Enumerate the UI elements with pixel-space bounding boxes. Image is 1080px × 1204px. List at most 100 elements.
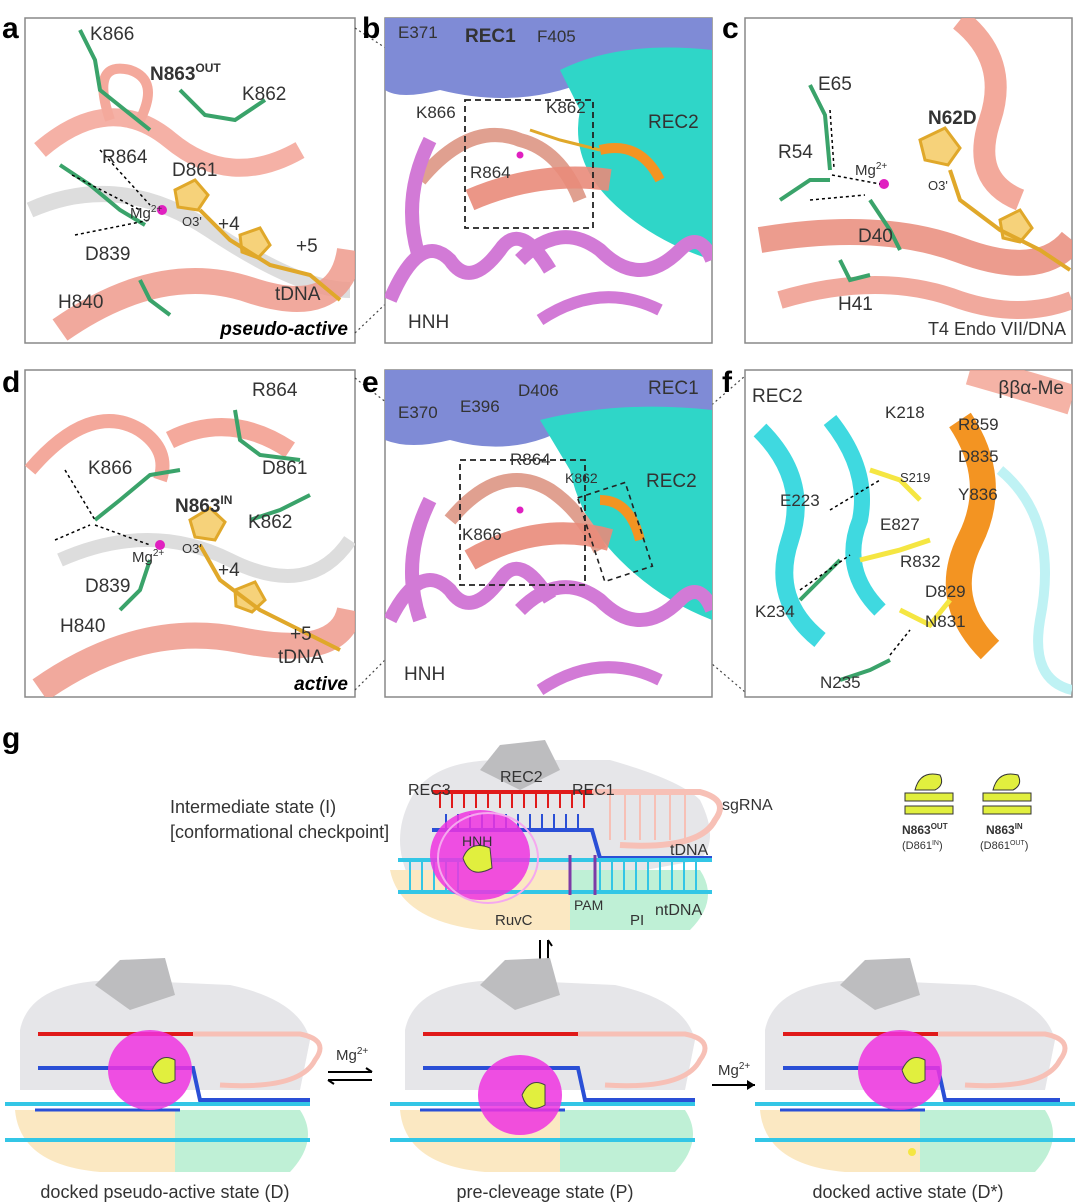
label-tdna: tDNA	[275, 284, 321, 305]
mg-equilibrium-arrow: Mg2+	[327, 1046, 373, 1085]
panel-e: e E370 E396 D406 REC1 R864 K862 REC2 K86…	[362, 366, 713, 698]
label-k862: K862	[242, 84, 286, 105]
intermediate-state-diagram	[390, 740, 723, 930]
label-sgrna: sgRNA	[722, 797, 773, 814]
label-mg: Mg2+	[132, 548, 164, 566]
label-k234: K234	[755, 602, 795, 621]
label-bba-me: ββα-Me	[998, 378, 1064, 399]
label-active: active	[294, 674, 348, 695]
label-d861: D861	[172, 160, 217, 181]
label-r864: R864	[102, 147, 148, 168]
label-e65: E65	[818, 74, 852, 95]
label-d40: D40	[858, 226, 893, 247]
label-mg: Mg2+	[855, 161, 887, 179]
legend-in-sub: (D861OUT)	[980, 840, 1028, 852]
label-d829: D829	[925, 582, 966, 601]
label-o3: O3'	[182, 541, 202, 556]
label-rec1: REC1	[572, 782, 615, 799]
label-k862: K862	[248, 512, 292, 533]
label-n863: N863OUT	[150, 61, 221, 85]
label-d835: D835	[958, 447, 999, 466]
panel-letter-a: a	[2, 12, 19, 45]
label-e223: E223	[780, 491, 820, 510]
label-mg: Mg2+	[130, 204, 162, 222]
panel-b: b E371 REC1 F405 K866 K862 REC2 R864 HNH	[362, 12, 713, 344]
label-k866: K866	[88, 458, 132, 479]
state-p-diagram	[390, 958, 708, 1172]
mg-label-2: Mg2+	[718, 1061, 750, 1079]
label-h840: H840	[58, 292, 103, 313]
label-hnh: HNH	[462, 833, 492, 849]
label-k866: K866	[416, 103, 456, 122]
label-e827: E827	[880, 515, 920, 534]
panel-f: f REC2 ββα-Me K218 R859 S219 D835 E223 Y…	[722, 366, 1073, 698]
label-r864: R864	[252, 380, 298, 401]
state-d-label: docked pseudo-active state (D)	[40, 1182, 289, 1202]
state-dstar-diagram	[755, 958, 1075, 1172]
label-tdna: tDNA	[278, 647, 324, 668]
label-plus5: +5	[290, 624, 312, 645]
label-h840: H840	[60, 616, 105, 637]
label-k218: K218	[885, 403, 925, 422]
label-r864: R864	[510, 450, 551, 469]
label-tdna: tDNA	[670, 842, 709, 859]
panel-letter-c: c	[722, 12, 739, 45]
label-n863: N863IN	[175, 493, 232, 517]
intermediate-subtitle: [conformational checkpoint]	[170, 822, 389, 842]
panel-letter-b: b	[362, 12, 380, 45]
label-rec1: REC1	[648, 378, 699, 399]
label-e371: E371	[398, 23, 438, 42]
label-pseudo-active: pseudo-active	[219, 319, 348, 340]
label-plus4: +4	[218, 214, 240, 235]
caption-t4: T4 Endo VII/DNA	[928, 319, 1066, 339]
label-ntdna: ntDNA	[655, 902, 702, 919]
label-rec2: REC2	[500, 769, 543, 786]
label-k866: K866	[462, 525, 502, 544]
label-k862: K862	[565, 470, 598, 486]
label-hnh: HNH	[408, 312, 449, 333]
label-rec2: REC2	[646, 471, 697, 492]
legend-in: N863IN	[986, 822, 1023, 837]
legend-out: N863OUT	[902, 822, 948, 837]
label-e370: E370	[398, 403, 438, 422]
label-plus4: +4	[218, 560, 240, 581]
panel-c: c E65 N62D R54 Mg2+ O3' D40 H41 T4 Endo …	[722, 12, 1073, 344]
panel-letter-g: g	[2, 722, 20, 755]
state-dstar-label: docked active state (D*)	[812, 1182, 1003, 1202]
label-y836: Y836	[958, 485, 998, 504]
label-rec2: REC2	[648, 112, 699, 133]
label-plus5: +5	[296, 236, 318, 257]
label-rec3: REC3	[408, 782, 451, 799]
panel-d: d R864 K866 D861 N863IN Mg2+ O3' K862 D8…	[2, 366, 356, 698]
panel-letter-d: d	[2, 366, 20, 399]
label-rec1: REC1	[465, 26, 516, 47]
label-e396: E396	[460, 397, 500, 416]
label-r54: R54	[778, 142, 813, 163]
panel-letter-f: f	[722, 366, 733, 399]
label-rec2: REC2	[752, 386, 803, 407]
label-hnh: HNH	[404, 664, 445, 685]
label-k862: K862	[546, 98, 586, 117]
label-s219: S219	[900, 470, 930, 485]
panel-a: a K866 N863OUT K862 R864 D861 Mg2+ O3' +…	[2, 12, 356, 344]
panel-g: g REC3 REC2 REC1 HNH RuvC PAM	[2, 722, 1075, 1202]
label-o3: O3'	[182, 214, 202, 229]
legend-out-sub: (D861IN)	[902, 840, 943, 852]
n863-legend: N863OUT (D861IN) N863IN (D861OUT)	[902, 773, 1032, 852]
label-o3: O3'	[928, 178, 948, 193]
label-k866: K866	[90, 24, 134, 45]
label-ruvc: RuvC	[495, 912, 533, 929]
label-n62d: N62D	[928, 108, 977, 129]
label-n235: N235	[820, 673, 861, 692]
state-p-label: pre-cleveage state (P)	[456, 1182, 633, 1202]
label-h41: H41	[838, 294, 873, 315]
label-d861: D861	[262, 458, 307, 479]
label-f405: F405	[537, 27, 576, 46]
label-n831: N831	[925, 612, 966, 631]
label-d406: D406	[518, 381, 559, 400]
mg-label-1: Mg2+	[336, 1046, 368, 1064]
panel-letter-e: e	[362, 366, 379, 399]
mg-forward-arrow: Mg2+	[712, 1061, 755, 1090]
label-pam: PAM	[574, 897, 603, 913]
label-r832: R832	[900, 552, 941, 571]
